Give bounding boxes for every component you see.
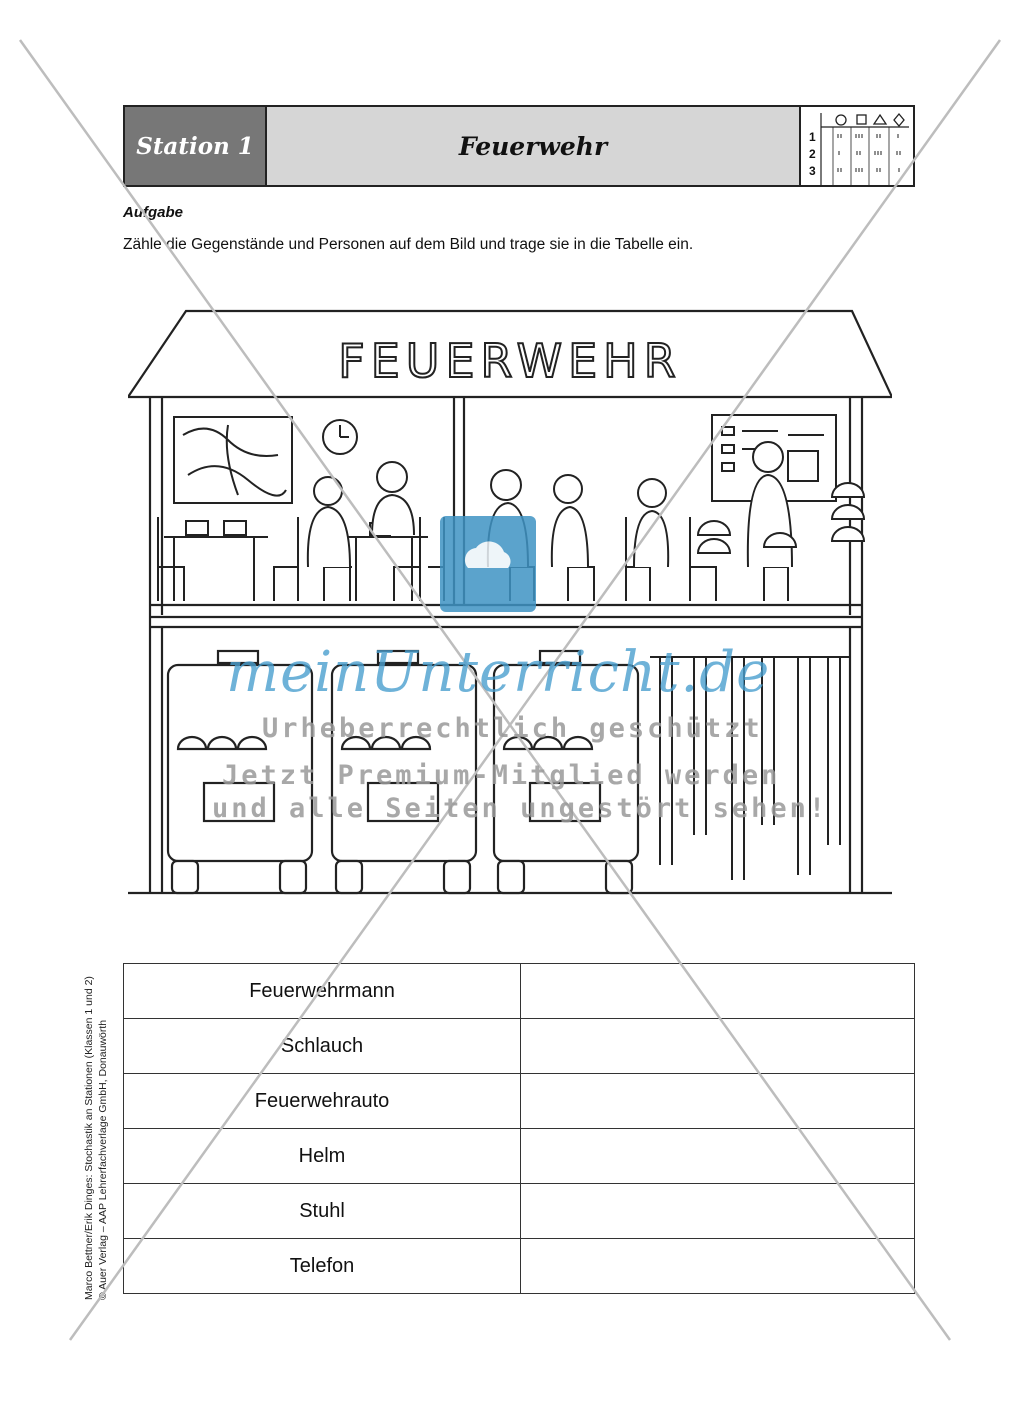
- count-answer-field[interactable]: [520, 1073, 915, 1129]
- item-label: Schlauch: [123, 1018, 521, 1074]
- telephone-icon: [223, 520, 247, 536]
- watermark-copyright-text: Urheberrechtlich geschützt: [262, 713, 763, 744]
- fire-station-sign: FEUERWEHR: [338, 334, 681, 388]
- level-symbols-icon: [820, 112, 909, 185]
- level-row-1: 1: [809, 130, 816, 144]
- credits-authors: Marco Bettner/Erik Dinges: Stochastik an…: [83, 976, 95, 1300]
- item-label: Feuerwehrmann: [123, 963, 521, 1019]
- credits-publisher: © Auer Verlag – AAP Lehrerfachverlage Gm…: [97, 1019, 109, 1300]
- count-answer-field[interactable]: [520, 1238, 915, 1294]
- copyright-credits: Marco Bettner/Erik Dinges: Stochastik an…: [82, 976, 110, 1300]
- table-row: Helm: [123, 1128, 915, 1184]
- item-label: Helm: [123, 1128, 521, 1184]
- table-row: Telefon: [123, 1238, 915, 1294]
- count-answer-field[interactable]: [520, 963, 915, 1019]
- count-answer-field[interactable]: [520, 1128, 915, 1184]
- level-row-2: 2: [809, 147, 816, 161]
- item-label: Stuhl: [123, 1183, 521, 1239]
- station-header: Station 1 Feuerwehr: [123, 105, 915, 187]
- level-row-3: 3: [809, 164, 816, 178]
- watermark-premium-text: Jetzt Premium-Mitglied werden: [222, 760, 781, 791]
- table-row: Feuerwehrauto: [123, 1073, 915, 1129]
- task-instruction: Zähle die Gegenstände und Personen auf d…: [123, 236, 694, 253]
- table-row: Stuhl: [123, 1183, 915, 1239]
- worksheet-title: Feuerwehr: [267, 107, 801, 185]
- table-row: Feuerwehrmann: [123, 963, 915, 1019]
- count-table: Feuerwehrmann Schlauch Feuerwehrauto Hel…: [123, 963, 915, 1294]
- table-row: Schlauch: [123, 1018, 915, 1074]
- watermark-brand: meinUnterricht.de: [226, 640, 771, 705]
- telephone-icon: [185, 520, 209, 536]
- task-label: Aufgabe: [123, 204, 183, 221]
- watermark-view-text: und alle Seiten ungestört sehen!: [212, 793, 829, 824]
- station-label: Station 1: [125, 107, 267, 185]
- city-map-icon: [173, 416, 293, 504]
- count-answer-field[interactable]: [520, 1183, 915, 1239]
- level-row-numbers: 1 2 3: [809, 129, 816, 180]
- wall-clock-icon: [322, 419, 358, 455]
- item-label: Telefon: [123, 1238, 521, 1294]
- count-answer-field[interactable]: [520, 1018, 915, 1074]
- item-label: Feuerwehrauto: [123, 1073, 521, 1129]
- difficulty-level-grid: 1 2 3: [801, 107, 913, 185]
- watermark-logo-icon: [440, 516, 536, 612]
